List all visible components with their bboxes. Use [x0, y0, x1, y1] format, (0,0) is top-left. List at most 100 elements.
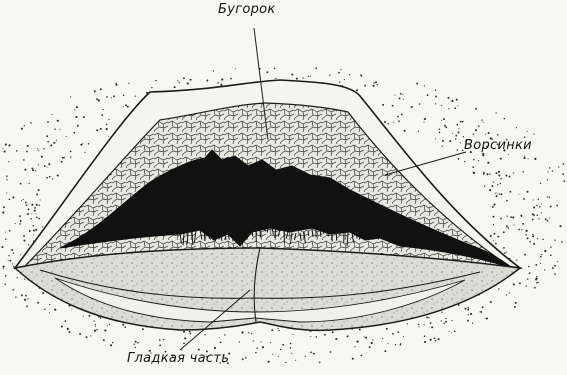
stipple-dot — [527, 237, 529, 239]
stipple-dot — [339, 81, 340, 82]
stipple-dot — [313, 353, 315, 355]
stipple-dot — [547, 196, 548, 197]
stipple-dot — [248, 332, 249, 333]
stipple-dot — [549, 197, 551, 199]
stipple-dot — [48, 163, 50, 165]
stipple-dot — [400, 93, 402, 95]
stipple-dot — [12, 289, 14, 291]
stipple-dot — [416, 83, 418, 85]
stipple-dot — [217, 82, 218, 83]
stipple-dot — [90, 335, 91, 336]
stipple-dot — [245, 357, 247, 359]
stipple-dot — [382, 104, 384, 106]
stipple-dot — [21, 200, 22, 201]
stipple-dot — [310, 351, 312, 353]
stipple-dot — [242, 358, 244, 360]
stipple-dot — [36, 217, 38, 219]
stipple-dot — [3, 266, 5, 268]
stipple-dot — [9, 230, 11, 232]
stipple-dot — [4, 284, 5, 285]
stipple-dot — [541, 254, 542, 255]
stipple-dot — [80, 144, 82, 146]
stipple-dot — [1, 246, 3, 248]
stipple-dot — [467, 309, 469, 311]
stipple-dot — [533, 199, 534, 200]
stipple-dot — [418, 131, 419, 132]
stipple-dot — [441, 120, 442, 121]
stipple-dot — [49, 312, 50, 313]
stipple-dot — [487, 162, 489, 164]
stipple-dot — [107, 325, 108, 326]
stipple-dot — [32, 169, 34, 171]
stipple-dot — [442, 140, 444, 142]
stipple-dot — [28, 244, 29, 245]
stipple-dot — [403, 99, 404, 100]
stipple-dot — [9, 260, 11, 262]
stipple-dot — [426, 316, 428, 318]
stipple-dot — [498, 288, 499, 289]
stipple-dot — [402, 94, 403, 95]
stipple-dot — [497, 184, 498, 185]
stipple-dot — [516, 127, 517, 128]
stipple-dot — [493, 233, 495, 235]
stipple-dot — [514, 224, 515, 225]
stipple-dot — [541, 212, 542, 213]
stipple-dot — [455, 135, 457, 137]
stipple-dot — [183, 343, 185, 345]
stipple-dot — [449, 140, 451, 142]
stipple-dot — [46, 135, 48, 137]
stipple-dot — [24, 278, 25, 279]
stipple-dot — [184, 337, 186, 339]
stipple-dot — [56, 140, 57, 141]
stipple-dot — [500, 178, 502, 180]
stipple-dot — [278, 328, 279, 329]
stipple-dot — [468, 307, 470, 309]
stipple-dot — [515, 302, 517, 304]
stipple-dot — [24, 299, 26, 301]
stipple-dot — [547, 172, 548, 173]
stipple-dot — [3, 268, 4, 269]
stipple-dot — [532, 234, 533, 235]
stipple-dot — [538, 282, 539, 283]
stipple-dot — [547, 220, 549, 222]
stipple-dot — [93, 321, 94, 322]
stipple-dot — [47, 141, 49, 143]
stipple-dot — [330, 351, 332, 353]
stipple-dot — [2, 148, 3, 149]
stipple-dot — [21, 128, 23, 130]
stipple-dot — [26, 204, 28, 206]
stipple-dot — [540, 256, 542, 258]
stipple-dot — [6, 175, 8, 177]
stipple-dot — [302, 77, 303, 78]
stipple-dot — [498, 171, 500, 173]
stipple-dot — [552, 267, 554, 269]
stipple-dot — [504, 252, 506, 254]
stipple-dot — [542, 239, 544, 241]
stipple-dot — [96, 98, 98, 100]
stipple-dot — [386, 328, 388, 330]
stipple-dot — [31, 204, 33, 206]
stipple-dot — [435, 138, 436, 139]
stipple-dot — [83, 316, 84, 317]
stipple-dot — [5, 238, 6, 239]
stipple-dot — [295, 360, 296, 361]
stipple-dot — [559, 225, 561, 227]
stipple-dot — [16, 150, 18, 152]
stipple-dot — [397, 116, 399, 118]
stipple-dot — [221, 78, 223, 80]
stipple-dot — [96, 329, 98, 331]
stipple-dot — [189, 331, 191, 333]
stipple-dot — [204, 334, 205, 335]
stipple-dot — [549, 167, 551, 169]
stipple-dot — [31, 213, 32, 214]
stipple-dot — [3, 206, 5, 208]
stipple-dot — [518, 229, 520, 231]
stipple-dot — [486, 173, 488, 175]
stipple-dot — [94, 90, 96, 92]
stipple-dot — [532, 219, 534, 221]
stipple-dot — [79, 333, 81, 335]
stipple-dot — [545, 218, 547, 220]
stipple-dot — [525, 234, 527, 236]
stipple-dot — [498, 175, 500, 177]
stipple-dot — [61, 326, 63, 328]
